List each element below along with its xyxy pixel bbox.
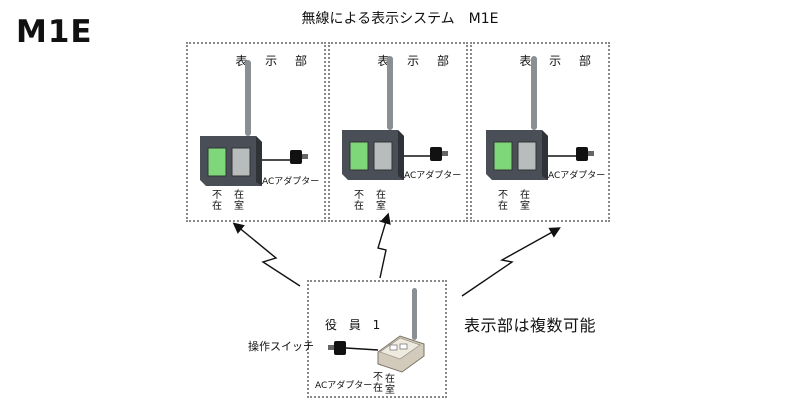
status-absent-label: 不在 [498, 190, 508, 212]
status-absent-label: 不在 [212, 190, 222, 212]
ac-adapter-plug [576, 147, 588, 161]
display-unit-box-3: 表 示 部 不在 在室 ACアダプター [470, 42, 610, 222]
wireless-signal-arrow-1 [232, 222, 301, 287]
ac-adapter-plug [334, 341, 346, 355]
display-device-1 [200, 60, 308, 186]
lamp-present [373, 141, 393, 171]
controller-device [328, 288, 425, 373]
antenna [387, 56, 393, 130]
status-absent-label: 不在 [373, 372, 383, 394]
switch-button-present [399, 343, 408, 350]
antenna [245, 60, 251, 136]
lamp-absent [349, 141, 369, 171]
ac-adapter-label: ACアダプター [315, 381, 373, 391]
switch-button-absent [389, 344, 398, 351]
ac-adapter-label: ACアダプター [262, 177, 320, 187]
lamp-present [231, 147, 251, 177]
controller-label: 役 員 1 [325, 318, 385, 332]
status-absent-label: 不在 [354, 190, 364, 212]
diagram-title: 無線による表示システム M1E [301, 11, 499, 27]
lamp-present [517, 141, 537, 171]
display-unit-label: 表 示 部 [377, 54, 456, 68]
power-cable [345, 347, 379, 351]
status-present-label: 在室 [234, 190, 244, 212]
lamp-absent [493, 141, 513, 171]
wireless-signal-arrow-2 [377, 212, 391, 279]
status-present-label: 在室 [385, 374, 395, 396]
multiple-displays-caption: 表示部は複数可能 [464, 316, 597, 335]
ac-adapter-plug [430, 147, 442, 161]
lamp-absent [207, 147, 227, 177]
ac-adapter-plug [290, 150, 302, 164]
wireless-signal-arrow-3 [461, 227, 561, 297]
display-unit-box-2: 表 示 部 不在 在室 ACアダプター [328, 42, 468, 222]
display-unit-label: 表 示 部 [235, 54, 314, 68]
display-device-2 [342, 56, 448, 180]
status-present-label: 在室 [376, 190, 386, 212]
ac-adapter-label: ACアダプター [548, 171, 606, 181]
ac-adapter-label: ACアダプター [404, 171, 462, 181]
antenna [531, 56, 537, 130]
model-name: M1E [16, 14, 93, 50]
controller-box: 役 員 1 ACアダプター 不在 在室 [307, 280, 447, 398]
antenna [412, 288, 417, 340]
operation-switch-label: 操作スイッチ [248, 340, 314, 353]
display-unit-box-1: 表 示 部 不在 在室 ACアダプター [186, 42, 326, 222]
display-device-3 [486, 56, 594, 180]
status-present-label: 在室 [520, 190, 530, 212]
display-unit-label: 表 示 部 [519, 54, 598, 68]
